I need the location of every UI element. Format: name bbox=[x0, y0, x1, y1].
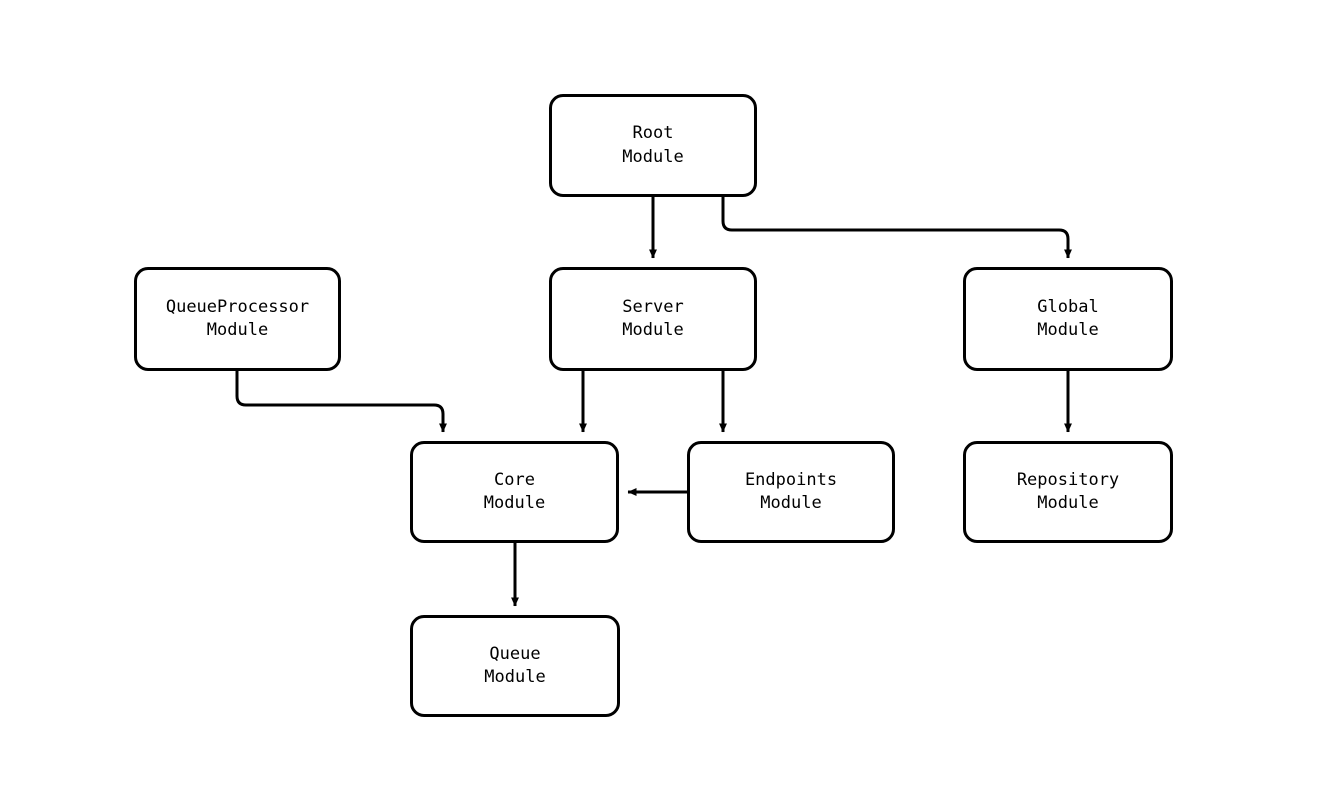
edge-root-to-global bbox=[721, 197, 1072, 259]
node-server[interactable]: Server Module bbox=[549, 267, 757, 371]
node-repository[interactable]: Repository Module bbox=[963, 441, 1173, 543]
node-queueprocessor[interactable]: QueueProcessor Module bbox=[134, 267, 341, 371]
node-label-global: Global Module bbox=[1037, 296, 1099, 340]
node-label-server: Server Module bbox=[622, 296, 684, 340]
node-label-endpoints: Endpoints Module bbox=[744, 469, 838, 513]
node-label-repository: Repository Module bbox=[1016, 469, 1120, 513]
node-endpoints[interactable]: Endpoints Module bbox=[687, 441, 895, 543]
node-label-core: Core Module bbox=[483, 469, 546, 513]
node-root[interactable]: Root Module bbox=[549, 94, 757, 197]
node-queue[interactable]: Queue Module bbox=[410, 615, 620, 717]
node-global[interactable]: Global Module bbox=[963, 267, 1173, 371]
node-label-queueprocessor: QueueProcessor Module bbox=[165, 296, 310, 340]
edge-queueprocessor-to-core bbox=[235, 371, 447, 433]
node-core[interactable]: Core Module bbox=[410, 441, 619, 543]
node-label-root: Root Module bbox=[622, 123, 684, 167]
node-label-queue: Queue Module bbox=[484, 643, 546, 687]
